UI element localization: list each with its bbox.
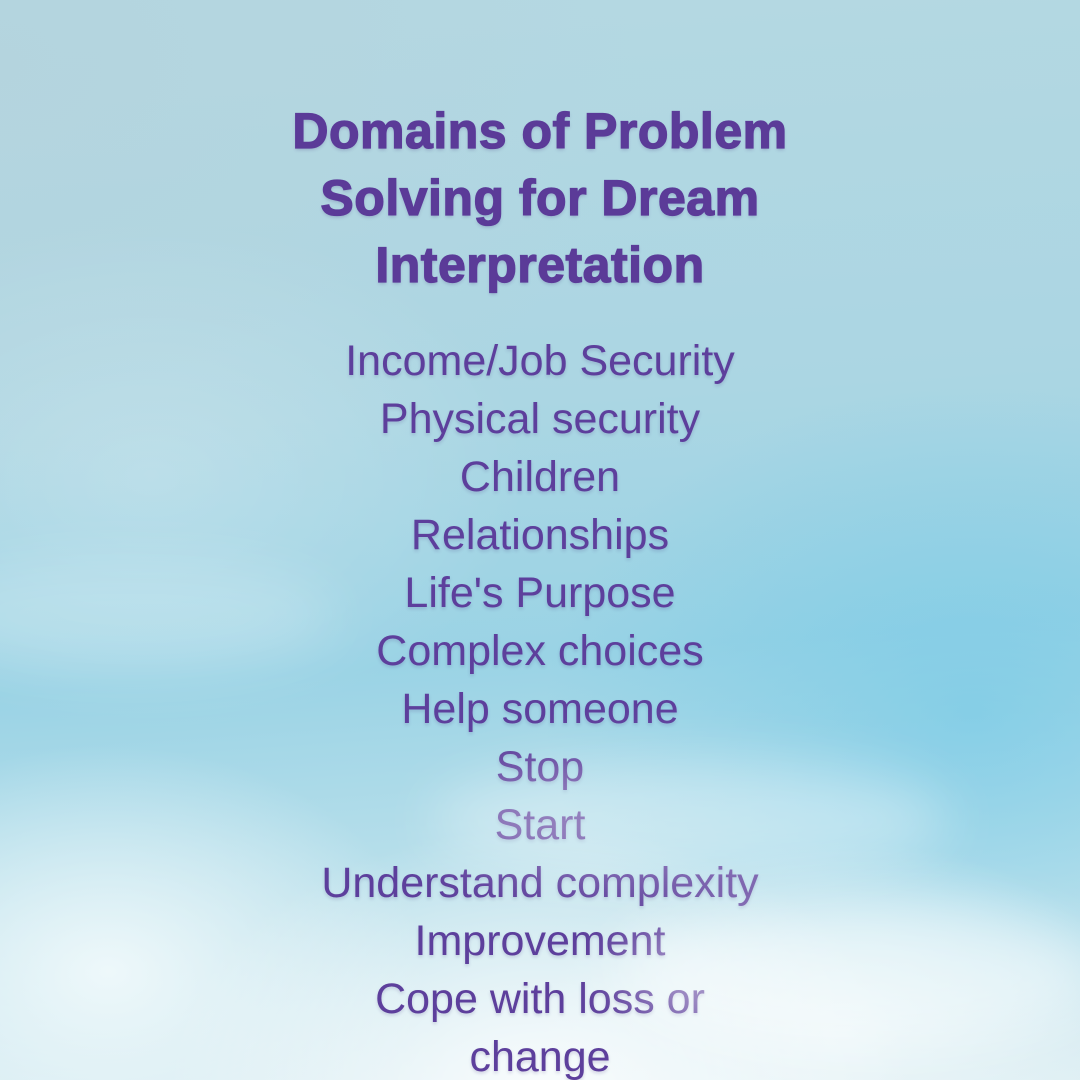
domain-list: Income/Job Security Physical security Ch…: [0, 332, 1080, 1080]
list-item: Understand complexity: [321, 859, 759, 907]
cloud-decoration: [620, 900, 1080, 1050]
list-item: Life's Purpose: [404, 569, 676, 617]
list-item: Improvement: [414, 917, 666, 965]
list-item: Help someone: [401, 685, 679, 733]
list-item: Cope with loss or change: [375, 975, 705, 1080]
list-item: Start: [494, 801, 586, 849]
cloud-decoration: [430, 760, 950, 880]
page-title: Domains of Problem Solving for Dream Int…: [292, 102, 788, 293]
list-item: Stop: [495, 743, 585, 791]
list-item: Children: [459, 453, 621, 501]
list-item: Complex choices: [376, 627, 704, 675]
list-item: Income/Job Security: [345, 337, 735, 385]
list-item: Relationships: [410, 511, 670, 559]
cloud-decoration: [0, 560, 340, 670]
list-item: Physical security: [379, 395, 701, 443]
